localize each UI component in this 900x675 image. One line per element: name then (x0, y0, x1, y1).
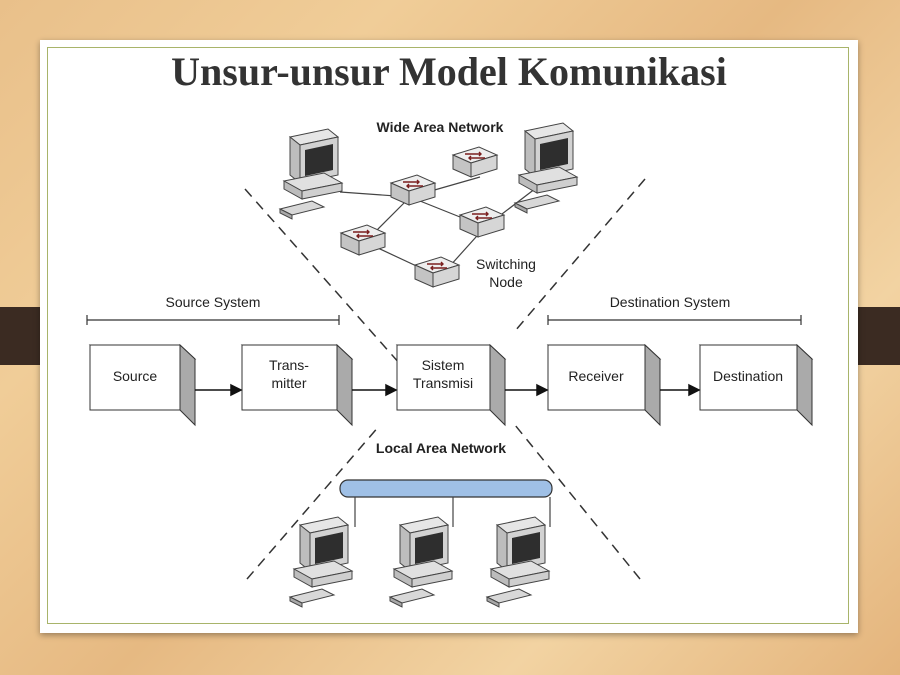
box-label-line1: Trans- (269, 357, 309, 373)
lan-computer (289, 516, 353, 608)
box-label-line1: Sistem (422, 357, 465, 373)
receiver-box: Receiver (546, 343, 662, 427)
wan-computer-right (514, 122, 578, 214)
lan-drops (354, 497, 551, 527)
box-label-line2: mitter (272, 375, 307, 391)
switching-node (459, 206, 505, 238)
lan-computer (486, 516, 550, 608)
box-label: Receiver (568, 368, 624, 384)
box-label: Source (113, 368, 158, 384)
switching-node (390, 174, 436, 206)
source-box: Source (88, 343, 197, 427)
switching-node (452, 146, 498, 178)
wan-boundary-line-left (244, 188, 401, 365)
slide-border (47, 47, 849, 624)
wan-label: Wide Area Network (377, 119, 504, 135)
transmitter-box: Trans- mitter (240, 343, 354, 427)
source-system-label: Source System (166, 294, 261, 310)
lan-computer (389, 516, 453, 608)
source-system-bracket (86, 315, 340, 325)
slide-title: Unsur-unsur Model Komunikasi (171, 49, 727, 94)
switching-node-label-line2: Node (489, 274, 523, 290)
slide: Unsur-unsur Model Komunikasi (40, 40, 858, 633)
communication-model-diagram: Wide Area Network Switching Node Source … (86, 119, 814, 608)
flow-arrows (195, 383, 701, 397)
destination-box: Destination (698, 343, 814, 427)
transmission-system-box: Sistem Transmisi (395, 343, 507, 427)
box-label: Destination (713, 368, 783, 384)
wan-computer-left (279, 128, 343, 220)
lan-label: Local Area Network (376, 440, 506, 456)
destination-system-label: Destination System (610, 294, 731, 310)
destination-system-bracket (547, 315, 802, 325)
box-label-line2: Transmisi (413, 375, 473, 391)
lan-bus (339, 479, 553, 498)
switching-node (340, 224, 386, 256)
switching-node (414, 256, 460, 288)
switching-node-label-line1: Switching (476, 256, 536, 272)
